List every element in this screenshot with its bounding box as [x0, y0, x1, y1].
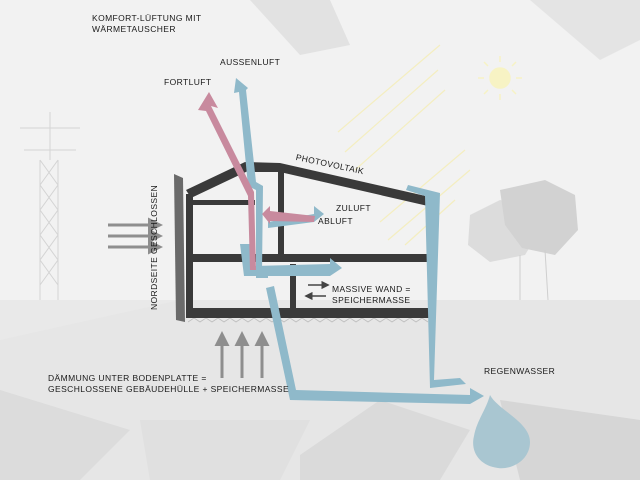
- insulation-label-line2: GESCHLOSSENE GEBÄUDEHÜLLE + SPEICHERMASS…: [48, 384, 290, 394]
- sun-rays: [337, 44, 471, 246]
- massive-wall-line2: SPEICHERMASSE: [332, 295, 411, 305]
- mass-wall-arrows: [304, 280, 330, 301]
- ventilation-title-line1: KOMFORT-LÜFTUNG MIT: [92, 13, 202, 23]
- tree-icon: [468, 180, 578, 301]
- house-section: [186, 162, 435, 318]
- sun-icon: [478, 56, 522, 100]
- exhaust-air-flow: [198, 92, 315, 270]
- exhaust-out-label: FORTLUFT: [164, 77, 212, 87]
- extract-air-label: ABLUFT: [318, 216, 353, 226]
- supply-air-label: ZULUFT: [336, 203, 371, 213]
- massive-wall-line1: MASSIVE WAND =: [332, 284, 411, 294]
- north-side-label: NORDSEITE GESCHLOSSEN: [149, 184, 159, 310]
- outside-air-label: AUSSENLUFT: [220, 57, 281, 67]
- rainwater-label: REGENWASSER: [484, 366, 556, 376]
- pylon-icon: [20, 112, 80, 300]
- north-wall: [174, 174, 185, 322]
- insulation-label-line1: DÄMMUNG UNTER BODENPLATTE =: [48, 373, 207, 383]
- water-drop-icon: [473, 395, 530, 469]
- wind-arrows: [108, 217, 163, 255]
- fresh-air-flow: [234, 78, 484, 404]
- ventilation-title-line2: WÄRMETAUSCHER: [92, 24, 176, 34]
- ground-heat-arrows: [214, 331, 270, 378]
